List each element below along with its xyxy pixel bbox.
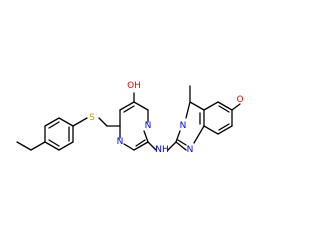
bond <box>44 117 60 127</box>
pyrimidine-n-lower-label: N <box>117 137 124 147</box>
molecule-canvas: S OH N N NH N N O <box>16 81 244 155</box>
bond <box>16 141 32 151</box>
methoxy-oxygen-label: O <box>236 95 243 105</box>
bond <box>48 139 60 147</box>
structure-diagram: S OH N N NH N N O <box>16 81 244 155</box>
quinazoline-n-upper-label: N <box>180 121 187 131</box>
hydroxyl-label: OH <box>127 81 141 91</box>
bond <box>119 101 135 111</box>
bond <box>217 101 233 111</box>
bond <box>133 141 149 151</box>
bond <box>217 125 233 135</box>
bond <box>177 139 187 146</box>
quinazoline-n-lower-label: N <box>187 145 194 155</box>
bond <box>193 125 205 144</box>
bond <box>133 101 149 111</box>
amine-nh-label: NH <box>155 145 169 155</box>
bond <box>147 141 157 151</box>
bond <box>123 105 135 113</box>
bond <box>189 101 205 111</box>
bond <box>218 123 230 131</box>
pyrimidine-n-upper-label: N <box>145 121 152 131</box>
bond <box>58 117 74 127</box>
bond <box>44 141 60 151</box>
pyrimidine-ring <box>119 101 149 151</box>
bond <box>135 139 146 147</box>
bond <box>48 121 60 129</box>
bond <box>72 117 88 127</box>
bond <box>231 103 241 111</box>
bond <box>218 105 230 113</box>
bond <box>175 141 187 151</box>
bond <box>143 130 149 143</box>
bond <box>98 117 108 127</box>
bond <box>30 141 46 151</box>
bond <box>203 125 219 135</box>
tolyl-ring <box>30 117 88 151</box>
bond <box>185 101 191 119</box>
bond <box>58 141 74 151</box>
bond <box>167 141 177 151</box>
bond <box>123 143 135 151</box>
quinazoline-ring <box>175 85 241 151</box>
sulfur-label: S <box>89 113 95 123</box>
bond <box>203 101 219 111</box>
bond <box>175 130 181 143</box>
